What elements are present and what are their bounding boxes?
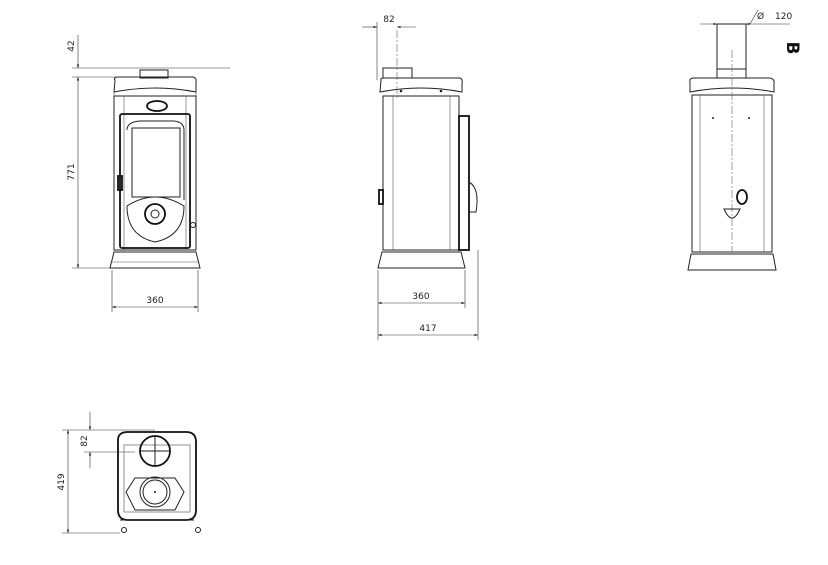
back-view: Ø 120 B: [687, 9, 802, 271]
side-view: 82 360 417: [362, 15, 479, 340]
view-label-b: B: [782, 42, 802, 55]
side-door: [458, 115, 470, 251]
dim-depth-label: 419: [57, 473, 67, 490]
top-view: 419 82: [57, 412, 201, 534]
diameter-symbol: Ø: [757, 11, 764, 22]
dim-flue-offset-label: 42: [67, 40, 77, 51]
air-inlet: [736, 189, 748, 205]
front-view: 42 771 360: [67, 35, 230, 312]
air-vent: [144, 203, 166, 225]
dim-total-depth-label: 417: [419, 324, 436, 334]
front-door: [119, 113, 191, 249]
dim-flue-offset-label: 82: [383, 15, 394, 25]
door-window: [131, 127, 181, 198]
dim-flue-offset-label: 82: [80, 435, 90, 446]
dim-flue-diameter-label: 120: [775, 12, 792, 22]
logo-plate: [146, 100, 168, 112]
dim-height-label: 771: [67, 163, 77, 180]
dim-body-depth-label: 360: [412, 292, 429, 302]
dim-width-label: 360: [146, 296, 163, 306]
